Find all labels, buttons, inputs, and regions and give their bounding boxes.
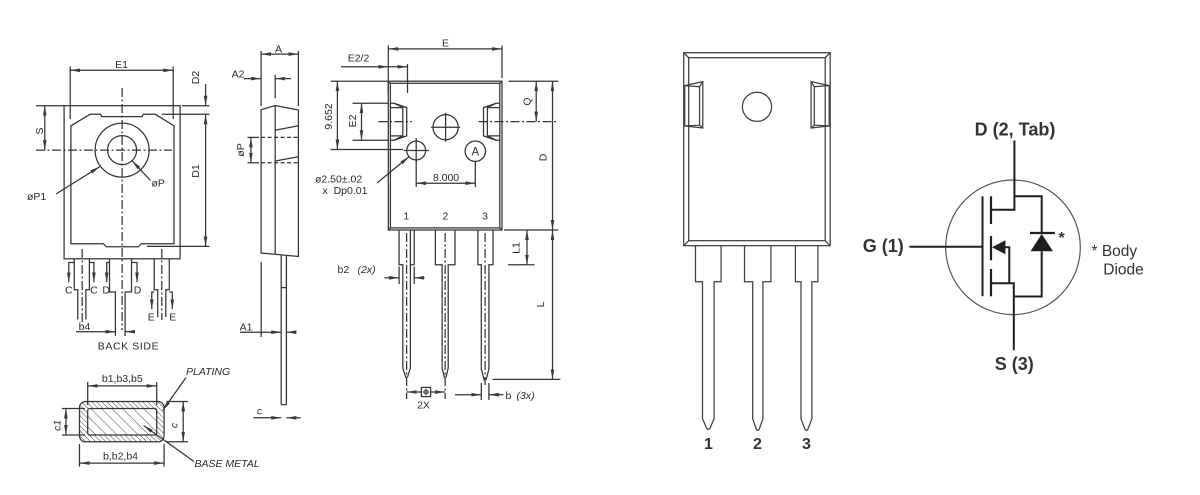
svg-text:2X: 2X <box>417 400 430 412</box>
svg-text:* Body: * Body <box>1092 243 1138 260</box>
svg-text:3: 3 <box>482 211 488 223</box>
svg-text:C: C <box>65 285 73 297</box>
svg-text:3: 3 <box>802 436 811 453</box>
svg-text:*: * <box>1059 230 1066 247</box>
svg-text:øP1: øP1 <box>27 191 46 203</box>
svg-text:A: A <box>275 43 282 55</box>
svg-text:D: D <box>102 285 110 297</box>
svg-text:E2: E2 <box>347 114 359 127</box>
svg-text:x Dp0.01: x Dp0.01 <box>323 185 368 197</box>
svg-text:C: C <box>90 285 98 297</box>
svg-text:BASE METAL: BASE METAL <box>195 458 260 470</box>
svg-text:E: E <box>169 312 176 324</box>
svg-text:øP: øP <box>152 178 165 190</box>
svg-text:1: 1 <box>704 436 713 453</box>
svg-text:D (2, Tab): D (2, Tab) <box>975 120 1056 140</box>
svg-text:ø2.50±.02: ø2.50±.02 <box>315 174 362 186</box>
svg-text:øP: øP <box>235 143 247 156</box>
svg-text:E: E <box>148 312 155 324</box>
svg-text:G (1): G (1) <box>863 236 904 256</box>
svg-text:L: L <box>535 301 547 307</box>
svg-text:8.000: 8.000 <box>433 172 459 184</box>
svg-text:E: E <box>442 37 449 49</box>
svg-text:b1,b3,b5: b1,b3,b5 <box>102 373 143 385</box>
svg-text:E1: E1 <box>115 59 128 71</box>
svg-text:2: 2 <box>753 436 762 453</box>
svg-text:Q: Q <box>522 97 534 105</box>
svg-text:b: b <box>506 390 512 402</box>
svg-text:1: 1 <box>403 211 409 223</box>
svg-text:D1: D1 <box>190 164 202 178</box>
svg-text:b,b2,b4: b,b2,b4 <box>103 451 138 463</box>
svg-text:D: D <box>134 285 142 297</box>
svg-text:c1: c1 <box>51 420 63 431</box>
svg-text:S: S <box>34 127 46 134</box>
svg-text:D: D <box>538 153 550 161</box>
svg-text:c: c <box>169 422 181 428</box>
svg-text:c: c <box>257 406 262 418</box>
svg-text:9.652: 9.652 <box>323 103 335 129</box>
svg-text:D2: D2 <box>190 71 202 85</box>
svg-text:A: A <box>471 146 479 158</box>
svg-text:2: 2 <box>442 211 448 223</box>
svg-text:L1: L1 <box>511 242 523 254</box>
svg-text:BACK SIDE: BACK SIDE <box>98 340 159 352</box>
svg-text:(2x): (2x) <box>358 264 376 276</box>
svg-text:E2/2: E2/2 <box>348 52 370 64</box>
svg-text:b4: b4 <box>79 321 91 333</box>
svg-text:(3x): (3x) <box>517 390 535 402</box>
svg-text:A1: A1 <box>240 322 253 334</box>
svg-text:A2: A2 <box>232 68 245 80</box>
svg-text:Diode: Diode <box>1103 261 1144 278</box>
svg-text:S (3): S (3) <box>995 354 1034 374</box>
svg-text:PLATING: PLATING <box>186 366 230 378</box>
svg-text:b2: b2 <box>338 264 350 276</box>
